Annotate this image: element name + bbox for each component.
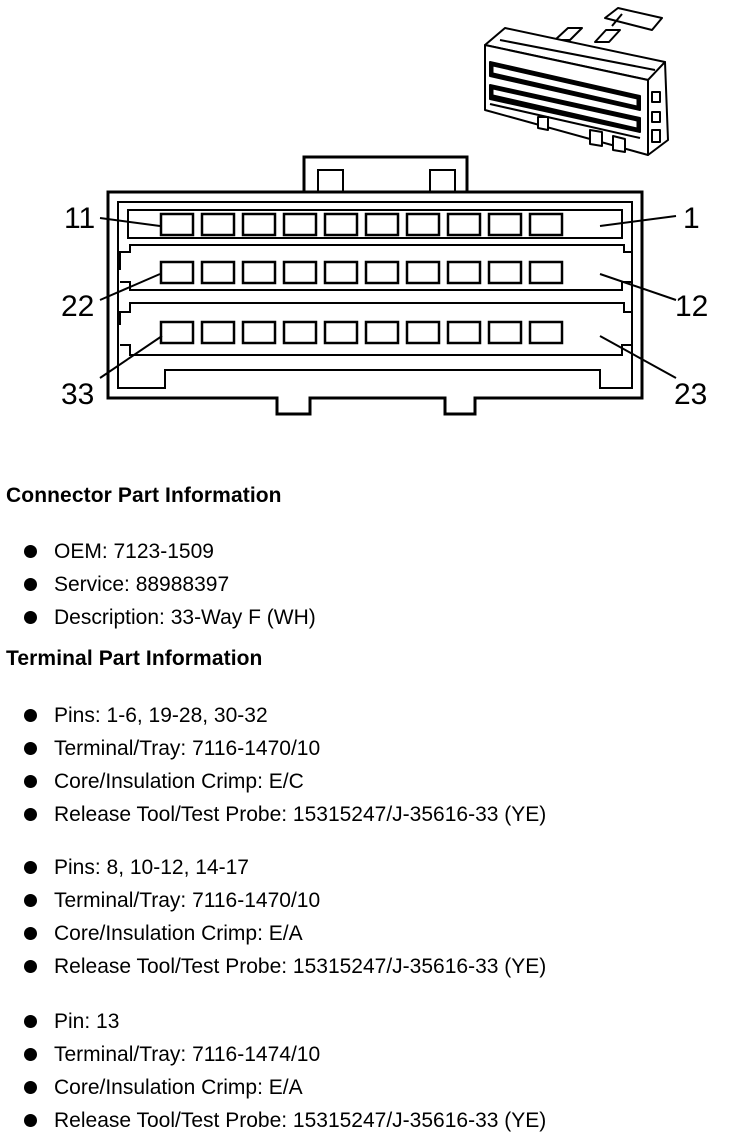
list-item-text: Description: 33-Way F (WH) xyxy=(54,606,316,629)
cavity xyxy=(241,260,277,285)
list-item: Core/Insulation Crimp: E/A xyxy=(0,1071,546,1104)
list-item-text: Release Tool/Test Probe: 15315247/J-3561… xyxy=(54,1109,547,1132)
list-item: Release Tool/Test Probe: 15315247/J-3561… xyxy=(0,1104,546,1137)
list-item-text: Pins: 1-6, 19-28, 30-32 xyxy=(54,704,268,727)
list-item-text: Terminal/Tray: 7116-1470/10 xyxy=(54,889,321,912)
cavity xyxy=(282,320,318,345)
bullet-icon xyxy=(24,1015,37,1028)
list-item: OEM: 7123-1509 xyxy=(0,535,316,568)
list-item: Release Tool/Test Probe: 15315247/J-3561… xyxy=(0,950,546,983)
list-item-text: Terminal/Tray: 7116-1470/10 xyxy=(54,737,321,760)
connector-info-list: OEM: 7123-1509 Service: 88988397 Descrip… xyxy=(0,535,316,634)
cavity xyxy=(200,320,236,345)
pin-label-22: 22 xyxy=(61,290,94,323)
cavity-grid xyxy=(159,212,564,345)
bullet-icon xyxy=(24,775,37,788)
cavity xyxy=(200,212,236,237)
cavity xyxy=(241,212,277,237)
connector-3d-view-icon xyxy=(484,7,669,156)
cavity xyxy=(159,212,195,237)
cavity xyxy=(241,320,277,345)
list-item-text: Service: 88988397 xyxy=(54,573,230,596)
list-item-text: Core/Insulation Crimp: E/A xyxy=(54,922,303,945)
bullet-icon xyxy=(24,611,37,624)
cavity xyxy=(487,320,523,345)
cavity xyxy=(487,212,523,237)
list-item: Terminal/Tray: 7116-1470/10 xyxy=(0,884,546,917)
list-item: Core/Insulation Crimp: E/C xyxy=(0,765,546,798)
bullet-icon xyxy=(24,894,37,907)
list-item-text: Core/Insulation Crimp: E/C xyxy=(54,770,304,793)
leader-lines xyxy=(99,215,677,379)
cavity xyxy=(364,320,400,345)
list-item: Release Tool/Test Probe: 15315247/J-3561… xyxy=(0,798,546,831)
cavity xyxy=(405,260,441,285)
bullet-icon xyxy=(24,1081,37,1094)
list-item-text: Release Tool/Test Probe: 15315247/J-3561… xyxy=(54,803,547,826)
pin-label-23: 23 xyxy=(674,378,707,411)
list-item-text: OEM: 7123-1509 xyxy=(54,540,214,563)
bullet-icon xyxy=(24,1114,37,1127)
bullet-icon xyxy=(24,808,37,821)
cavity xyxy=(159,320,195,345)
cavity xyxy=(323,212,359,237)
cavity xyxy=(323,320,359,345)
cavity xyxy=(364,260,400,285)
list-item-text: Core/Insulation Crimp: E/A xyxy=(54,1076,303,1099)
bullet-icon xyxy=(24,742,37,755)
cavity xyxy=(282,212,318,237)
list-item: Pins: 1-6, 19-28, 30-32 xyxy=(0,699,546,732)
bullet-icon xyxy=(24,545,37,558)
list-item: Terminal/Tray: 7116-1470/10 xyxy=(0,732,546,765)
bullet-icon xyxy=(24,927,37,940)
terminal-part-info-heading: Terminal Part Information xyxy=(6,647,263,670)
list-item: Terminal/Tray: 7116-1474/10 xyxy=(0,1038,546,1071)
cavity xyxy=(364,212,400,237)
terminal-group-3: Pin: 13 Terminal/Tray: 7116-1474/10 Core… xyxy=(0,1005,546,1137)
cavity xyxy=(159,260,195,285)
bullet-icon xyxy=(24,960,37,973)
cavity xyxy=(405,320,441,345)
cavity xyxy=(446,260,482,285)
terminal-group-1: Pins: 1-6, 19-28, 30-32 Terminal/Tray: 7… xyxy=(0,699,546,831)
pin-label-11: 11 xyxy=(64,202,95,235)
list-item: Description: 33-Way F (WH) xyxy=(0,601,316,634)
cavity xyxy=(200,260,236,285)
cavity xyxy=(528,212,564,237)
list-item: Pins: 8, 10-12, 14-17 xyxy=(0,851,546,884)
cavity xyxy=(487,260,523,285)
connector-part-info-heading: Connector Part Information xyxy=(6,484,282,507)
cavity xyxy=(528,320,564,345)
bullet-icon xyxy=(24,861,37,874)
cavity xyxy=(528,260,564,285)
bullet-icon xyxy=(24,1048,37,1061)
bullet-icon xyxy=(24,578,37,591)
list-item-text: Pin: 13 xyxy=(54,1010,120,1033)
cavity xyxy=(446,212,482,237)
pin-label-33: 33 xyxy=(61,378,94,411)
cavity xyxy=(282,260,318,285)
connector-face-diagram: 11 1 22 12 33 23 xyxy=(61,7,708,416)
cavity xyxy=(405,212,441,237)
bullet-icon xyxy=(24,709,37,722)
list-item: Core/Insulation Crimp: E/A xyxy=(0,917,546,950)
list-item-text: Terminal/Tray: 7116-1474/10 xyxy=(54,1043,321,1066)
cavity xyxy=(323,260,359,285)
connector-housing xyxy=(106,155,644,416)
list-item-text: Release Tool/Test Probe: 15315247/J-3561… xyxy=(54,955,547,978)
list-item: Service: 88988397 xyxy=(0,568,316,601)
terminal-group-2: Pins: 8, 10-12, 14-17 Terminal/Tray: 711… xyxy=(0,851,546,983)
pin-label-1: 1 xyxy=(683,202,700,235)
list-item-text: Pins: 8, 10-12, 14-17 xyxy=(54,856,249,879)
cavity xyxy=(446,320,482,345)
pin-label-12: 12 xyxy=(675,290,708,323)
list-item: Pin: 13 xyxy=(0,1005,546,1038)
